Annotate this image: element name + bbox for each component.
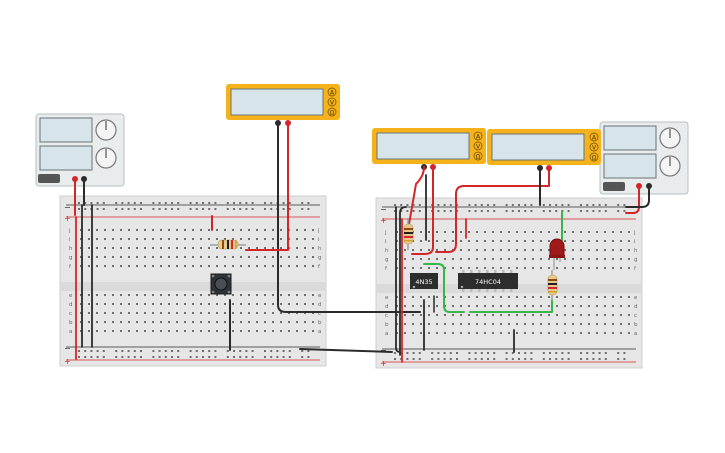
row-letter: j: [317, 228, 320, 234]
row-letter: g: [318, 255, 322, 261]
rail-plus-label: +: [64, 357, 71, 366]
row-letter: e: [634, 295, 638, 301]
breadboard-left-holes: [78, 202, 314, 358]
wire-red[interactable]: [411, 166, 434, 255]
rail-plus-label: +: [380, 216, 387, 225]
mode-amps-label: A: [476, 134, 481, 141]
row-letter: f: [318, 264, 321, 270]
wires: [74, 122, 650, 363]
wire-black[interactable]: [625, 185, 650, 208]
row-letter: i: [69, 237, 71, 243]
row-letter: b: [318, 320, 322, 326]
row-letter: a: [318, 329, 321, 335]
wire-black[interactable]: [399, 206, 407, 356]
row-letter: d: [385, 304, 389, 310]
multimeter-mode-buttons[interactable]: A V Ω: [589, 132, 599, 162]
row-letter: j: [633, 230, 636, 236]
mode-volts-label: V: [592, 145, 597, 152]
row-letter: j: [68, 228, 71, 234]
wire-red[interactable]: [245, 122, 289, 251]
row-letter: b: [385, 322, 389, 328]
push-button[interactable]: [210, 273, 232, 295]
multimeter-middle[interactable]: A V Ω: [372, 128, 486, 170]
row-letter: c: [69, 311, 72, 317]
row-letter: h: [634, 248, 638, 254]
row-letter: f: [385, 266, 388, 272]
multimeter-mode-buttons[interactable]: A V Ω: [327, 87, 337, 117]
wire-green[interactable]: [469, 299, 553, 313]
row-letter: d: [69, 302, 73, 308]
resistor-led[interactable]: [547, 270, 558, 300]
row-letter: d: [318, 302, 322, 308]
multimeter-right[interactable]: A V Ω: [487, 129, 601, 171]
mode-volts-label: V: [330, 100, 335, 107]
row-letter: e: [385, 295, 389, 301]
row-letter: h: [69, 246, 73, 252]
wire-black[interactable]: [277, 122, 421, 313]
chip-optocoupler-label: 4N35: [415, 278, 432, 286]
rail-minus-label: −: [64, 344, 71, 353]
row-letter: e: [318, 293, 322, 299]
mode-amps-label: A: [592, 135, 597, 142]
mode-ohms-label: Ω: [476, 154, 481, 161]
wire-green[interactable]: [423, 263, 465, 313]
chip-optocoupler[interactable]: 4N35: [410, 273, 438, 289]
rail-minus-label: −: [64, 203, 71, 212]
rail-plus-label: +: [64, 214, 71, 223]
row-letter: i: [385, 239, 387, 245]
power-switch-icon[interactable]: [603, 182, 625, 191]
rail-plus-label: +: [380, 359, 387, 368]
row-letter: h: [385, 248, 389, 254]
resistor-right-vertical[interactable]: [403, 218, 414, 250]
mode-ohms-label: Ω: [592, 155, 597, 162]
led-red[interactable]: [549, 238, 565, 270]
resistor-left[interactable]: [210, 239, 246, 250]
row-letter: e: [69, 293, 73, 299]
row-letter: c: [385, 313, 388, 319]
mode-ohms-label: Ω: [330, 110, 335, 117]
row-letter: c: [318, 311, 321, 317]
row-letter: d: [634, 304, 638, 310]
row-letter: a: [69, 329, 72, 335]
row-letter: g: [634, 257, 638, 263]
row-letter: g: [69, 255, 73, 261]
row-letter: j: [384, 230, 387, 236]
multimeter-mode-buttons[interactable]: A V Ω: [473, 131, 483, 161]
wire-black[interactable]: [299, 348, 393, 353]
wire-red[interactable]: [435, 167, 550, 253]
chip-inverter-label: 74HC04: [475, 278, 501, 286]
row-letter: a: [634, 331, 637, 337]
wire-red[interactable]: [407, 166, 425, 231]
row-letter: c: [634, 313, 637, 319]
rail-minus-label: −: [380, 205, 387, 214]
chip-inverter[interactable]: 74HC04: [458, 270, 518, 292]
row-letter: i: [634, 239, 636, 245]
power-supply-left[interactable]: [35, 113, 125, 187]
power-switch-icon[interactable]: [38, 174, 60, 183]
multimeter-top[interactable]: A V Ω: [226, 84, 340, 126]
power-supply-right[interactable]: [599, 121, 689, 195]
row-letter: f: [634, 266, 637, 272]
row-letter: g: [385, 257, 389, 263]
row-letter: f: [69, 264, 72, 270]
row-letter: i: [318, 237, 320, 243]
rail-minus-label: −: [380, 346, 387, 355]
row-letter: b: [634, 322, 638, 328]
row-letter: h: [318, 246, 322, 252]
row-letter: a: [385, 331, 388, 337]
mode-amps-label: A: [330, 90, 335, 97]
row-letter: b: [69, 320, 73, 326]
breadboard-right-holes: [394, 204, 630, 360]
chip-inverter-pins: [462, 270, 513, 292]
mode-volts-label: V: [476, 144, 481, 151]
